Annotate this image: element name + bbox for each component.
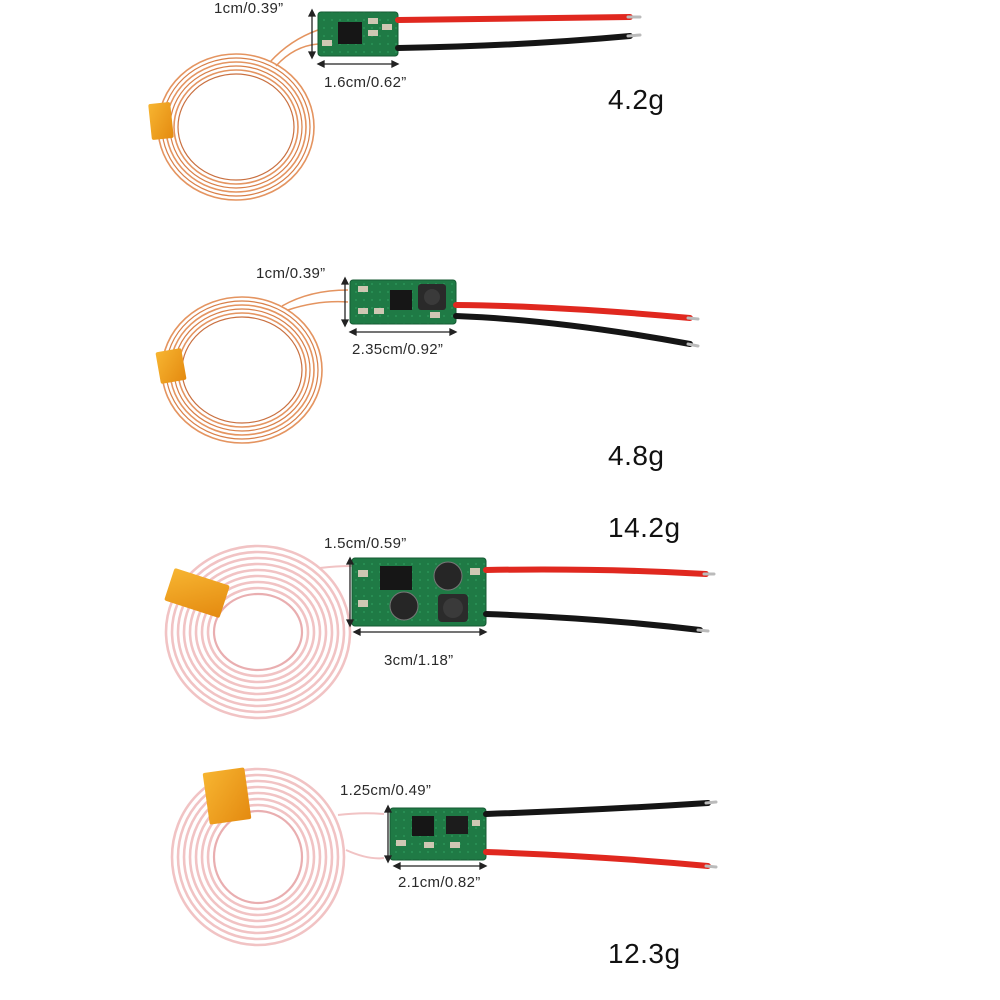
module-1 <box>148 8 642 201</box>
module-1-height-label: 1cm/0.39” <box>214 0 284 17</box>
pcb-4 <box>389 807 487 861</box>
coil-4 <box>170 767 385 947</box>
module-4-weight: 12.3g <box>608 938 681 969</box>
kapton-tape-4 <box>202 767 252 825</box>
wires-3 <box>483 566 716 633</box>
pcb-3 <box>351 557 487 627</box>
dimension-arrows-3 <box>345 556 488 637</box>
module-3-height-label: 1.5cm/0.59” <box>324 535 407 552</box>
kapton-tape-2 <box>155 348 187 384</box>
module-3-width-label: 3cm/1.18” <box>384 652 454 669</box>
wires-1 <box>395 14 642 51</box>
module-2 <box>155 276 700 444</box>
module-2-height-label: 1cm/0.39” <box>256 265 326 282</box>
module-4-width-label: 2.1cm/0.82” <box>398 874 481 891</box>
dimension-arrows-2 <box>340 276 458 337</box>
dimension-arrows-1 <box>307 8 400 69</box>
dimension-arrows-4 <box>383 804 488 871</box>
kapton-tape-3 <box>164 568 230 618</box>
module-3 <box>164 544 716 720</box>
module-2-width-label: 2.35cm/0.92” <box>352 341 444 358</box>
coil-3 <box>164 544 353 720</box>
pcb-1 <box>317 11 399 57</box>
module-4-height-label: 1.25cm/0.49” <box>340 782 432 799</box>
module-1-weight: 4.2g <box>608 84 665 115</box>
module-4 <box>170 767 718 947</box>
wires-4 <box>483 800 718 869</box>
coil-1 <box>157 29 319 201</box>
kapton-tape-1 <box>148 102 174 140</box>
wires-2 <box>453 302 700 348</box>
module-3-weight: 14.2g <box>608 512 681 543</box>
pcb-2 <box>349 279 457 325</box>
module-1-width-label: 1.6cm/0.62” <box>324 74 407 91</box>
module-2-weight: 4.8g <box>608 440 665 471</box>
coil-2 <box>161 289 349 444</box>
